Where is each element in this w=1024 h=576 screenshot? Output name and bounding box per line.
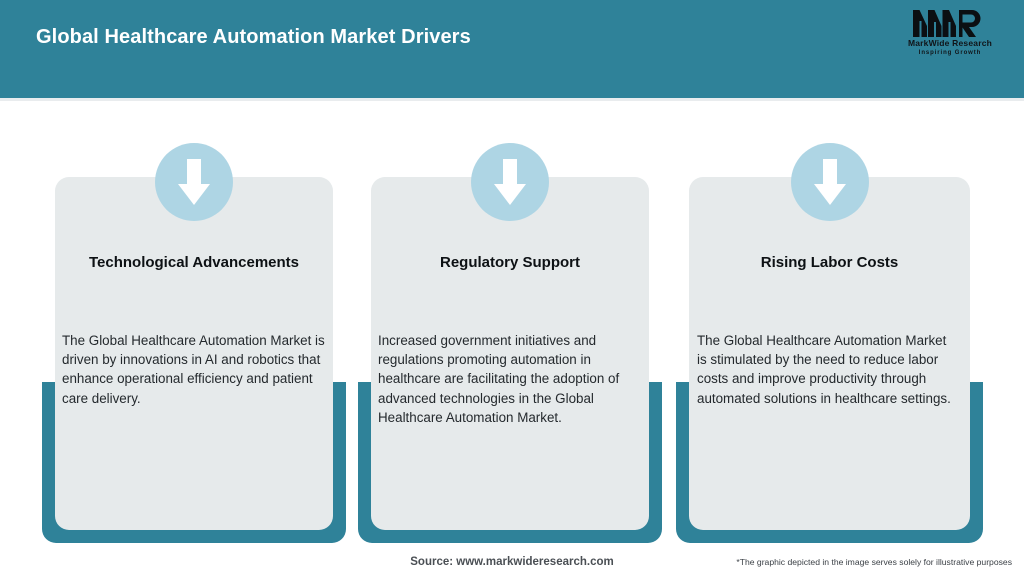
down-arrow-icon bbox=[178, 159, 210, 205]
card-body-2: Increased government initiatives and reg… bbox=[378, 333, 620, 425]
card-surface-1 bbox=[55, 177, 333, 530]
logo-company-name: MarkWide Research bbox=[907, 38, 993, 48]
icon-circle-1 bbox=[155, 143, 233, 221]
page-title: Global Healthcare Automation Market Driv… bbox=[36, 26, 471, 48]
icon-circle-3 bbox=[791, 143, 869, 221]
logo-tagline: Inspiring Growth bbox=[918, 50, 982, 56]
mwr-logo-icon bbox=[913, 10, 981, 37]
card-title-3: Rising Labor Costs bbox=[760, 254, 899, 271]
source-label: Source: www.markwideresearch.com bbox=[410, 556, 614, 568]
header-divider bbox=[0, 98, 1024, 101]
down-arrow-icon bbox=[814, 159, 846, 205]
card-body-1: The Global Healthcare Automation Market … bbox=[62, 333, 325, 406]
card-surface-2 bbox=[371, 177, 649, 530]
card-title-1: Technological Advancements bbox=[88, 254, 300, 271]
down-arrow-icon bbox=[494, 159, 526, 205]
card-surface-3 bbox=[689, 177, 970, 530]
header-bar bbox=[0, 0, 1024, 98]
card-body-3: The Global Healthcare Automation Market … bbox=[697, 333, 951, 406]
brand-logo: MarkWide Research Inspiring Growth bbox=[898, 8, 1002, 62]
card-title-2: Regulatory Support bbox=[439, 254, 580, 271]
icon-circle-2 bbox=[471, 143, 549, 221]
disclaimer-note: *The graphic depicted in the image serve… bbox=[736, 557, 1012, 567]
